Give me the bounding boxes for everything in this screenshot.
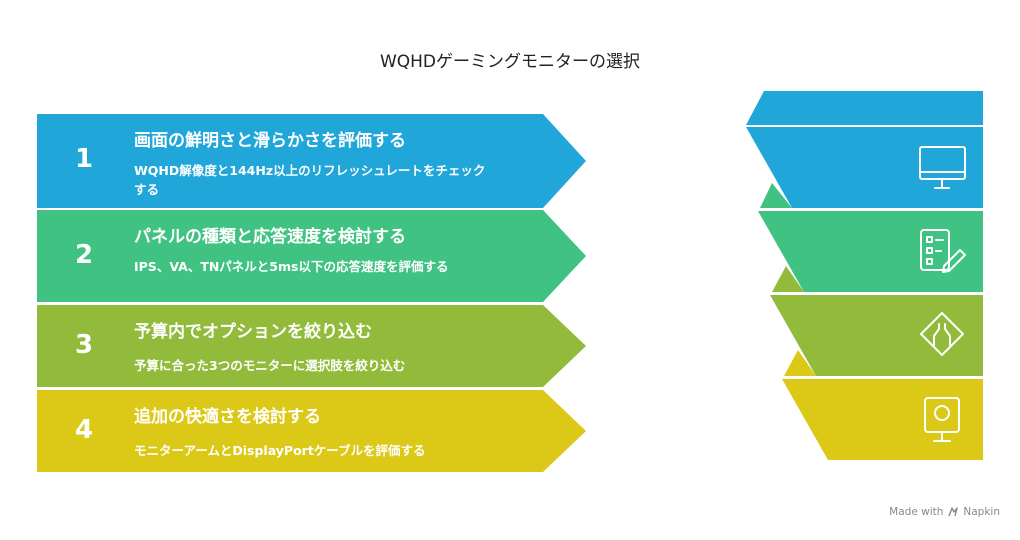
step-4-description: モニターアームとDisplayPortケーブルを評価する (134, 443, 426, 458)
ribbon-fold-green (760, 183, 792, 208)
ribbon-band-yellow (782, 379, 983, 460)
step-4-heading: 追加の快適さを検討する (134, 407, 321, 427)
napkin-logo-icon (948, 507, 959, 517)
step-2-number: 2 (74, 240, 94, 270)
step-arrow-4 (37, 390, 586, 472)
step-1-number: 1 (74, 144, 94, 174)
step-1-heading: 画面の鮮明さと滑らかさを評価する (134, 131, 406, 151)
narrowing-road-icon (920, 312, 964, 356)
step-arrow-1 (37, 114, 586, 208)
step-1-description: WQHD解像度と144Hz以上のリフレッシュレートをチェックする (134, 163, 486, 197)
step-3-heading: 予算内でオプションを絞り込む (134, 322, 372, 342)
ribbon-fold-yellow (784, 350, 816, 376)
step-arrow-2 (37, 210, 586, 302)
monitor-icon (919, 146, 966, 189)
checklist-pencil-icon (920, 229, 966, 273)
page-title: WQHDゲーミングモニターの選択 (379, 52, 641, 72)
step-3-number: 3 (74, 330, 94, 360)
step-2-description: IPS、VA、TNパネルと5ms以下の応答速度を評価する (134, 259, 449, 274)
step-arrow-3 (37, 305, 586, 387)
step-3-description: 予算に合った3つのモニターに選択肢を絞り込む (134, 358, 406, 373)
ribbon-band-olive (770, 295, 983, 376)
ribbon-top-blue (746, 91, 983, 125)
step-4-number: 4 (74, 415, 94, 445)
made-with-text: Made with (889, 506, 944, 518)
ribbon-fold-olive (772, 266, 804, 292)
brand-text: Napkin (963, 506, 1000, 518)
webcam-icon (924, 397, 960, 442)
footer-credit: Made with Napkin (889, 506, 1000, 518)
step-2-heading: パネルの種類と応答速度を検討する (134, 227, 406, 247)
ribbon-band-green (758, 211, 983, 292)
